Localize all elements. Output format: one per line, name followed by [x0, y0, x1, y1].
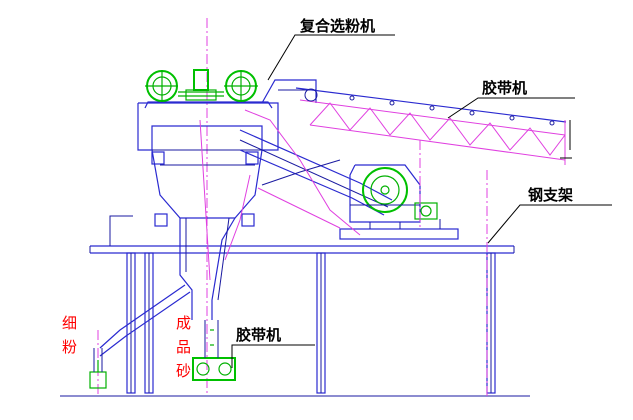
- steel-support-frame: [60, 215, 530, 397]
- label-finished-sand-1: 成: [176, 314, 191, 332]
- label-fine-powder-2: 粉: [62, 338, 77, 356]
- inclined-chute: [239, 129, 393, 216]
- label-steel-frame: 钢支架: [528, 186, 573, 204]
- label-finished-sand-2: 品: [176, 338, 191, 356]
- discharge-chutes: [199, 109, 361, 281]
- label-belt-conveyor-bottom: 胶带机: [236, 326, 281, 344]
- lower-belt-conveyor: [192, 320, 236, 381]
- leader-lines: [231, 34, 612, 368]
- label-fine-powder-1: 细: [62, 314, 77, 332]
- dewatering-wheel-machine: [339, 164, 459, 240]
- upper-belt-conveyor: [295, 87, 572, 230]
- label-composite-separator: 复合选粉机: [299, 17, 375, 35]
- fine-powder-pipe: [89, 284, 191, 389]
- label-belt-conveyor-top: 胶带机: [482, 79, 527, 97]
- label-finished-sand-3: 砂: [176, 362, 191, 380]
- composite-powder-separator: [137, 69, 317, 320]
